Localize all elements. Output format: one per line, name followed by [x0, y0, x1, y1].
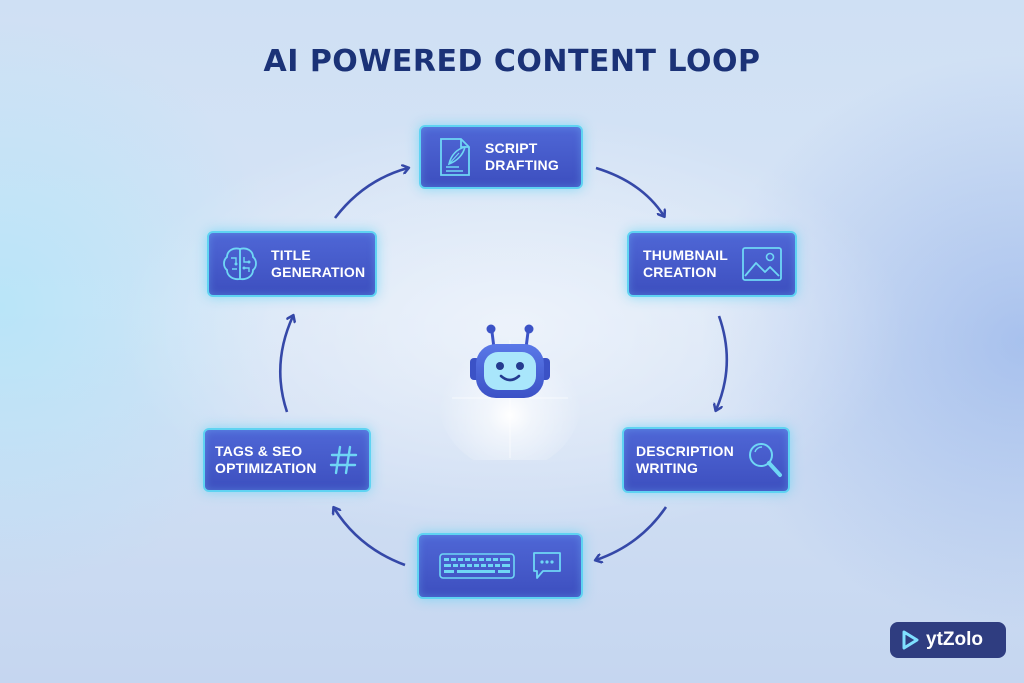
arrow-keyboard-to-tags — [334, 508, 406, 567]
node-label-line-1: SCRIPT — [485, 140, 538, 156]
image-icon — [742, 247, 782, 281]
node-label-line-1: TAGS & SEO — [215, 443, 303, 459]
arrow-tags-to-title — [279, 316, 293, 413]
node-label-line-1: TITLE — [271, 247, 311, 263]
node-description-writing: DESCRIPTION WRITING — [622, 427, 790, 493]
robot-icon — [438, 324, 582, 470]
chat-bubble-icon — [533, 552, 561, 579]
node-label-line-1: THUMBNAIL — [643, 247, 729, 263]
node-tags-seo-optimization: TAGS & SEO OPTIMIZATION — [203, 428, 371, 492]
arrow-description-to-keyboard — [596, 506, 668, 560]
node-label-line-2: GENERATION — [271, 264, 366, 280]
node-label-line-2: WRITING — [636, 460, 699, 476]
node-script-drafting: SCRIPT DRAFTING — [419, 125, 583, 189]
magnifier-icon — [748, 443, 782, 477]
diagram-title: AI POWERED CONTENT LOOP — [263, 44, 761, 79]
node-label-line-2: OPTIMIZATION — [215, 460, 317, 476]
node-label-line-1: DESCRIPTION — [636, 443, 734, 459]
play-icon — [902, 630, 919, 650]
arrow-script-to-thumbnail — [595, 166, 664, 216]
keyboard-icon — [439, 553, 515, 579]
brain-circuit-icon — [223, 247, 257, 281]
hashtag-icon — [329, 445, 357, 475]
center-robot — [430, 300, 590, 470]
arrow-title-to-script — [333, 168, 408, 219]
node-thumbnail-creation: THUMBNAIL CREATION — [627, 231, 797, 297]
brand-logo: ytZolo — [890, 622, 1006, 658]
document-quill-icon — [440, 138, 470, 176]
node-title-generation: TITLE GENERATION — [207, 231, 377, 297]
node-label-line-2: CREATION — [643, 264, 717, 280]
brand-name: ytZolo — [926, 629, 983, 650]
node-label-line-2: DRAFTING — [485, 157, 559, 173]
node-keyboard-chat — [417, 533, 583, 599]
arrow-thumbnail-to-description — [716, 315, 729, 410]
